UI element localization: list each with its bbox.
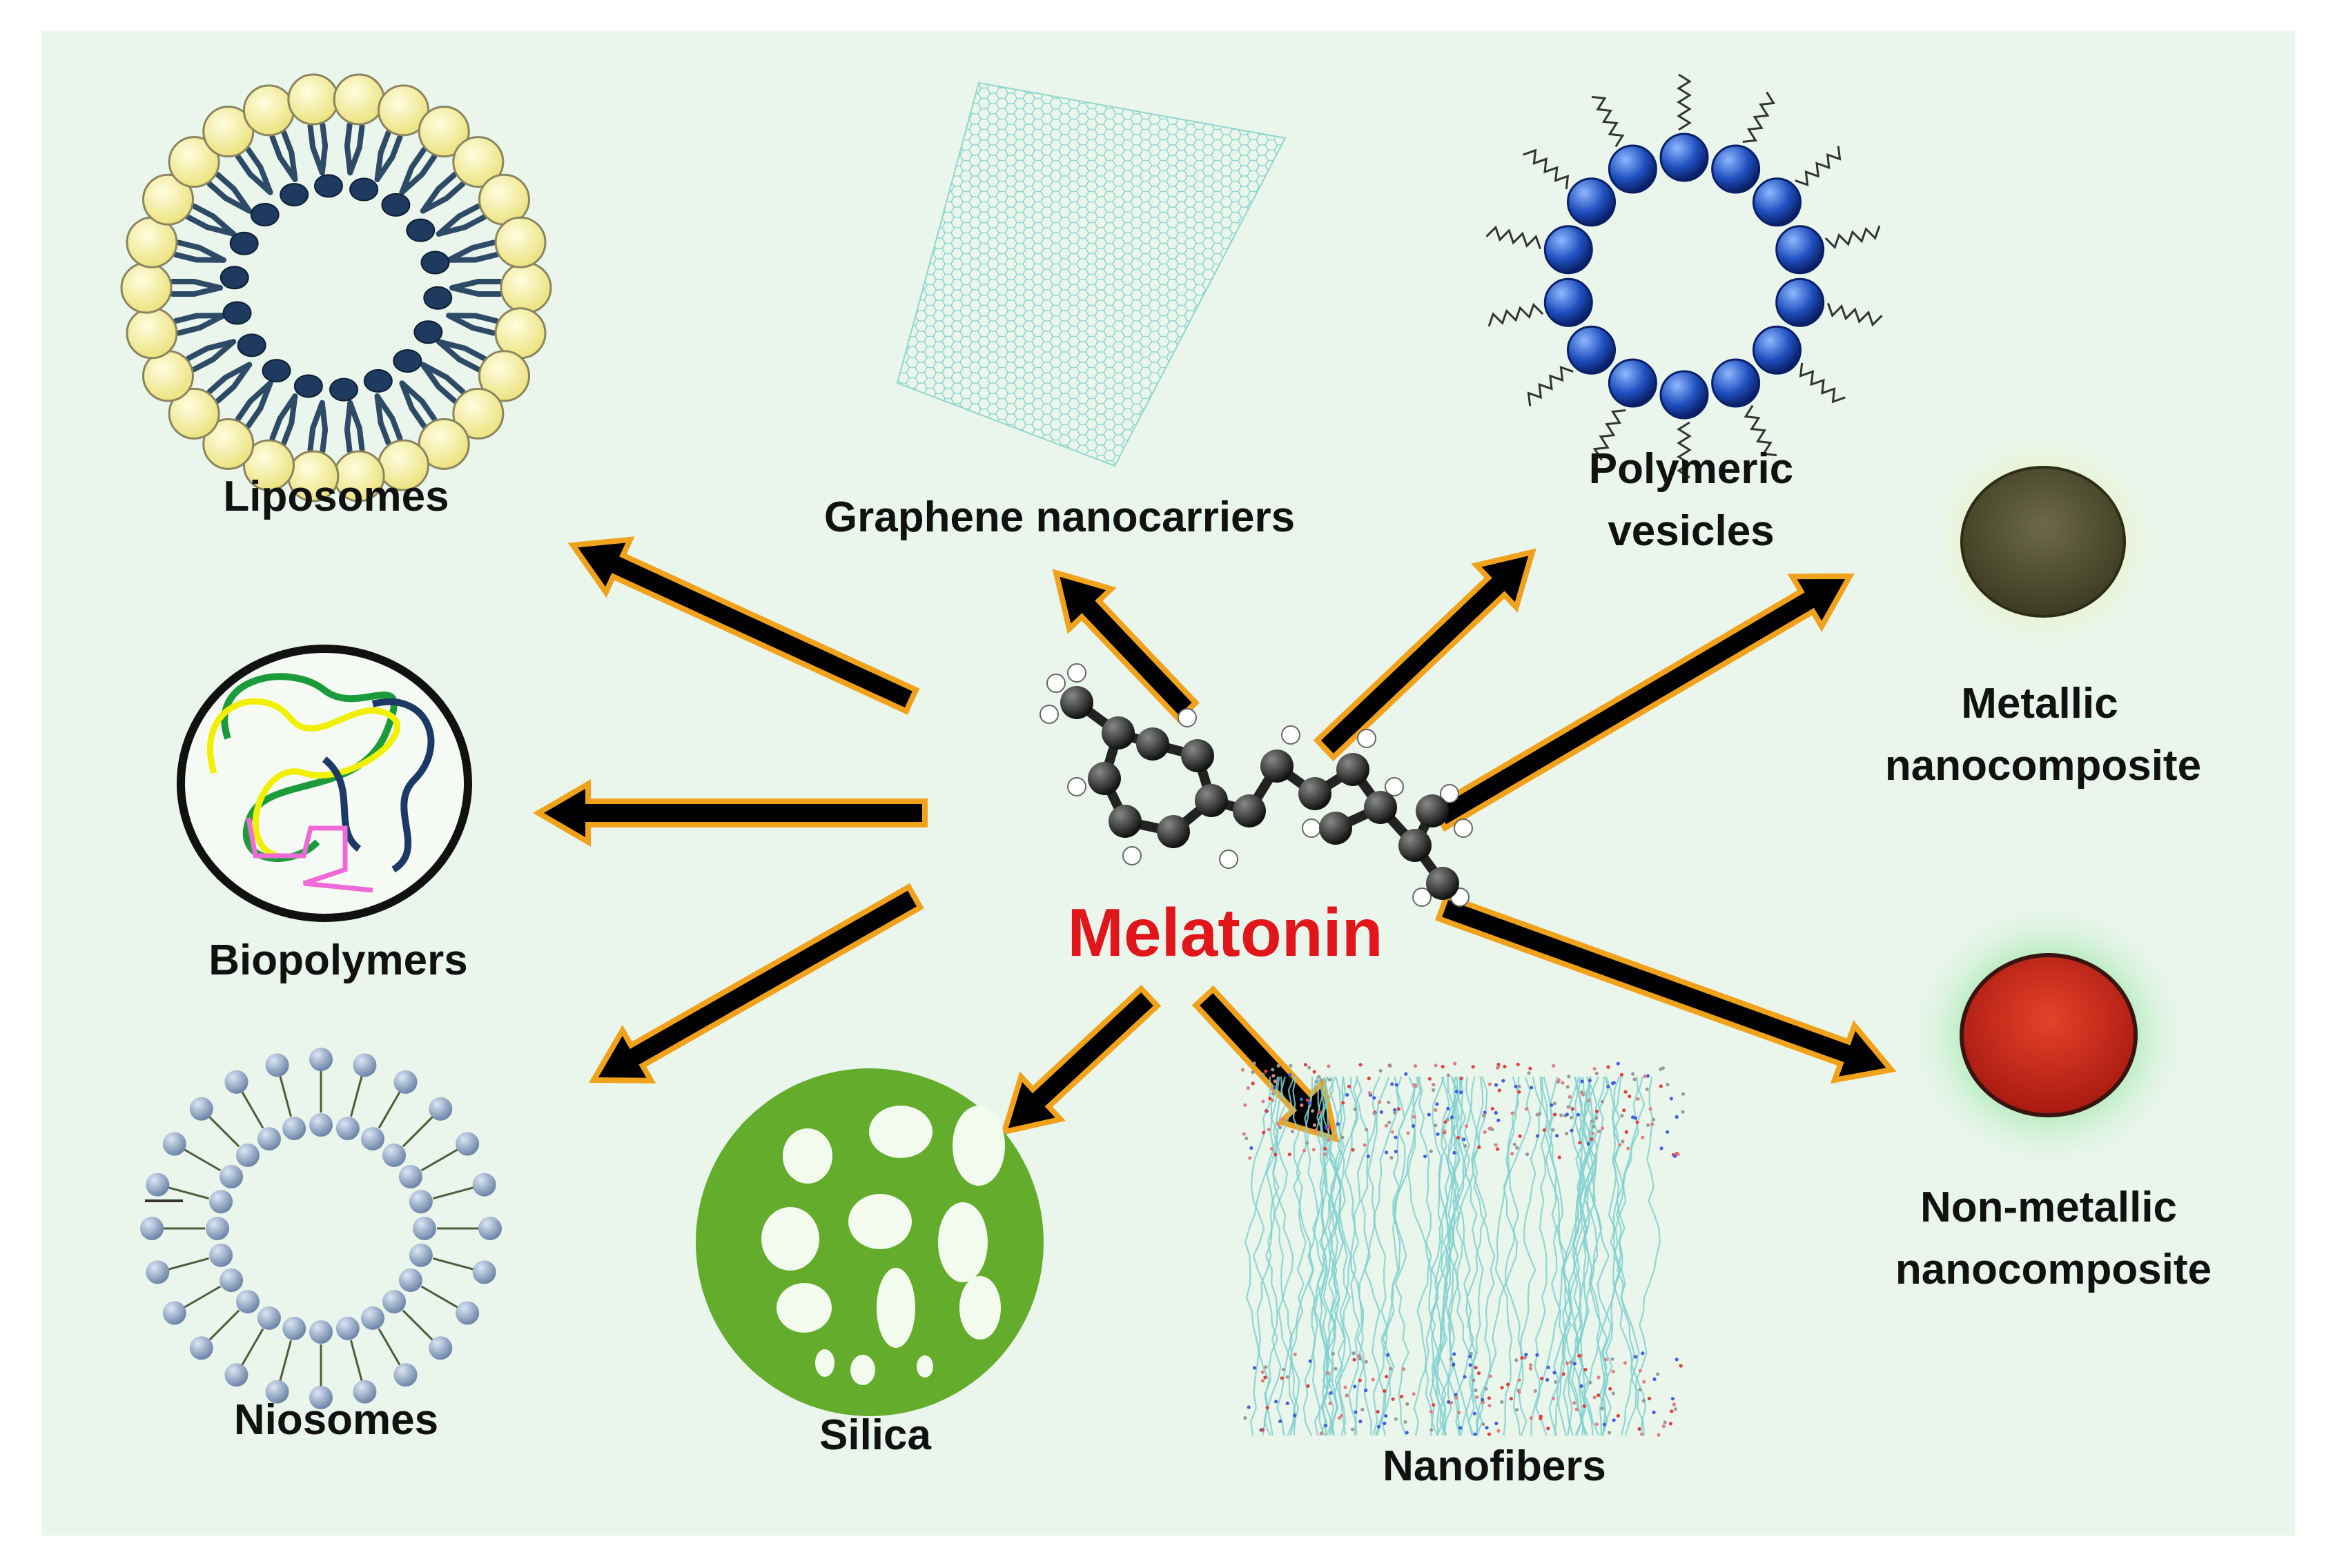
liposome-icon: [120, 73, 552, 502]
center-label-melatonin: Melatonin: [1067, 894, 1383, 970]
arrow-group: [533, 536, 1897, 1143]
niosome-icon: [140, 1048, 502, 1409]
label-polymeric-line1: Polymeric: [1589, 445, 1793, 493]
label-graphene-nanocarriers: Graphene nanocarriers: [824, 493, 1295, 541]
arrow-to-nanofibers: [1191, 985, 1340, 1143]
label-metallic-line2: nanocomposite: [1885, 742, 2201, 790]
arrow-to-liposomes: [567, 536, 920, 715]
label-liposomes: Liposomes: [223, 473, 449, 520]
arrow-to-biopolymers: [533, 779, 928, 847]
arrow-to-graphene: [1052, 569, 1200, 723]
arrow-to-nonmetallic: [1435, 892, 1897, 1084]
silica-particle-icon: [696, 1068, 1044, 1416]
arrow-to-niosomes: [589, 883, 924, 1084]
label-nonmetallic-line2: nanocomposite: [1895, 1246, 2212, 1293]
melatonin-molecule-icon: [1039, 663, 1473, 907]
nanofiber-icon: [1240, 1061, 1686, 1437]
nonmetallic-sphere-icon: [1904, 897, 2194, 1173]
graphene-sheet-icon: [896, 81, 1287, 467]
metallic-sphere-icon: [1919, 424, 2167, 659]
polymeric-vesicle-icon: [1485, 73, 1883, 479]
label-polymeric-line2: vesicles: [1608, 507, 1774, 555]
label-biopolymers: Biopolymers: [208, 937, 468, 984]
arrow-to-silica: [1000, 984, 1162, 1136]
label-nonmetallic-line1: Non-metallic: [1920, 1184, 2177, 1231]
arrow-to-polymeric: [1313, 548, 1536, 761]
arrow-to-metallic: [1429, 573, 1855, 832]
label-silica: Silica: [819, 1411, 932, 1459]
label-nanofibers: Nanofibers: [1383, 1442, 1606, 1490]
biopolymer-icon: [177, 645, 472, 922]
label-metallic-line1: Metallic: [1961, 680, 2118, 727]
label-niosomes: Niosomes: [234, 1396, 438, 1444]
